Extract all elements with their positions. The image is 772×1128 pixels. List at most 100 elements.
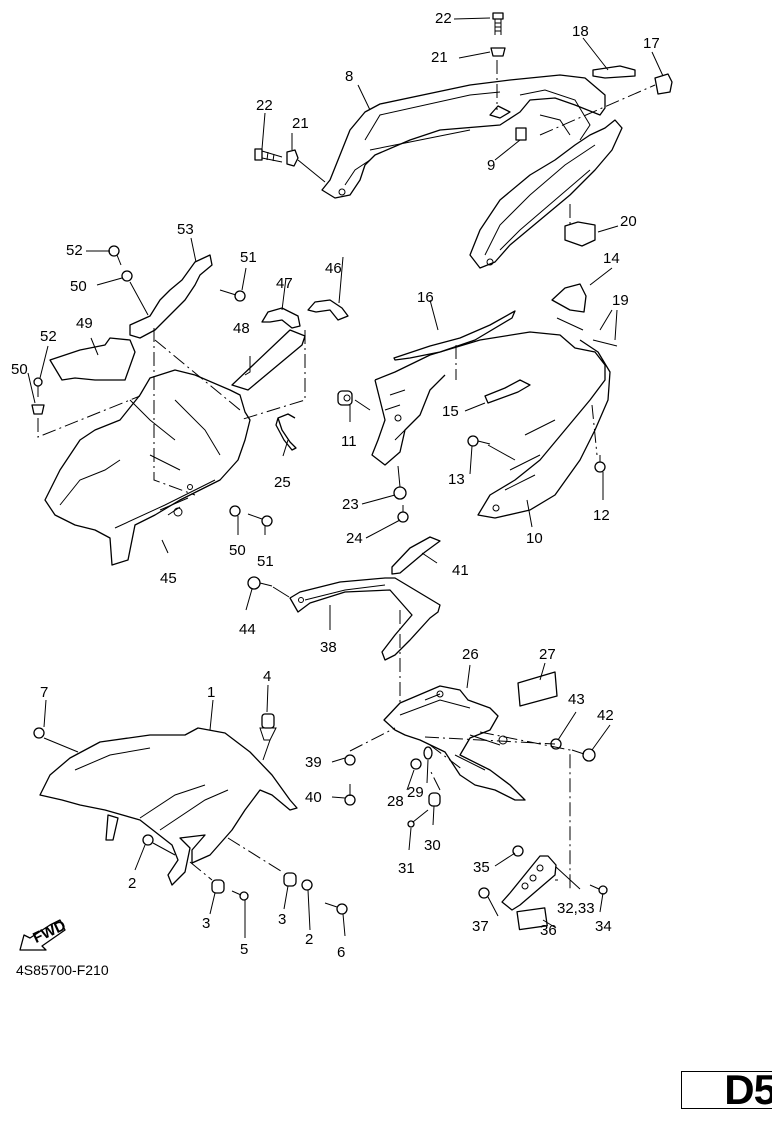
part-51-screw-upper[interactable] [219,289,246,302]
callout-9[interactable]: 9 [487,157,495,174]
part-46-band[interactable] [307,299,349,321]
part-52-screw-lower[interactable] [33,377,43,397]
part-53-bracket[interactable] [129,254,213,339]
part-4-clip[interactable] [259,713,277,741]
part-37-nut[interactable] [478,887,490,899]
part-23-grommet[interactable] [393,486,407,500]
part-12-screw[interactable] [594,455,606,473]
callout-30[interactable]: 30 [424,837,441,854]
part-47-band[interactable] [261,307,301,329]
callout-34[interactable]: 34 [595,918,612,935]
callout-1[interactable]: 1 [207,684,215,701]
part-21-collar-top[interactable] [490,47,506,57]
part-20-damper[interactable] [564,221,596,247]
callout-28[interactable]: 28 [387,793,404,810]
callout-49[interactable]: 49 [76,315,93,332]
callout-37[interactable]: 37 [472,918,489,935]
callout-52[interactable]: 52 [66,242,83,259]
part-32-33-plate-bracket[interactable] [501,855,557,911]
part-52-screw-upper[interactable] [108,245,122,266]
part-42-bolt[interactable] [571,748,596,762]
callout-12[interactable]: 12 [593,507,610,524]
callout-27[interactable]: 27 [539,646,556,663]
part-2-collar-right[interactable] [301,879,313,891]
part-9-nut-clip[interactable] [515,127,527,141]
part-3-damper-right[interactable] [283,872,297,887]
part-49-panel[interactable] [49,337,136,381]
callout-25[interactable]: 25 [274,474,291,491]
part-26-license-bracket[interactable] [383,685,526,801]
callout-52[interactable]: 52 [40,328,57,345]
callout-31[interactable]: 31 [398,860,415,877]
part-39-grommet[interactable] [344,754,356,766]
callout-21[interactable]: 21 [431,49,448,66]
part-13-screw[interactable] [467,435,491,447]
callout-5[interactable]: 5 [240,941,248,958]
callout-44[interactable]: 44 [239,621,256,638]
callout-42[interactable]: 42 [597,707,614,724]
part-28-nut[interactable] [410,758,422,770]
part-27-reflector[interactable] [517,671,558,707]
callout-2[interactable]: 2 [128,875,136,892]
callout-22[interactable]: 22 [256,97,273,114]
callout-23[interactable]: 23 [342,496,359,513]
callout-20[interactable]: 20 [620,213,637,230]
part-16-tape[interactable] [393,310,516,361]
callout-53[interactable]: 53 [177,221,194,238]
callout-16[interactable]: 16 [417,289,434,306]
part-41-cover[interactable] [391,536,441,575]
part-50-washer-lower[interactable] [31,404,45,415]
part-36-gasket[interactable] [516,907,548,931]
part-11-damper[interactable] [337,390,353,406]
part-1-front-fender[interactable] [39,727,298,886]
part-10-seat-cowl[interactable] [371,331,611,519]
part-48-pad[interactable] [231,329,306,391]
callout-43[interactable]: 43 [568,691,585,708]
callout-6[interactable]: 6 [337,944,345,961]
part-34-screw[interactable] [589,884,608,895]
callout-51[interactable]: 51 [257,553,274,570]
callout-14[interactable]: 14 [603,250,620,267]
part-21-collar-side[interactable] [286,149,299,167]
callout-29[interactable]: 29 [407,784,424,801]
part-44-bolt[interactable] [247,576,273,590]
part-14-cover[interactable] [551,283,587,313]
callout-45[interactable]: 45 [160,570,177,587]
part-3-damper-left[interactable] [211,879,225,894]
callout-38[interactable]: 38 [320,639,337,656]
callout-51[interactable]: 51 [240,249,257,266]
part-50-washer-bottom[interactable] [229,505,241,517]
part-29-washer[interactable] [423,746,433,760]
part-6-bolt[interactable] [324,902,348,915]
callout-7[interactable]: 7 [40,684,48,701]
part-22-bolt-top[interactable] [492,12,504,35]
callout-50[interactable]: 50 [229,542,246,559]
callout-3[interactable]: 3 [202,915,210,932]
part-15-tape[interactable] [484,379,531,404]
callout-36[interactable]: 36 [540,922,557,939]
callout-15[interactable]: 15 [442,403,459,420]
callout-3[interactable]: 3 [278,911,286,928]
part-18-pad[interactable] [592,65,636,79]
part-24-screw[interactable] [397,505,409,523]
part-25-clamp[interactable] [275,413,297,451]
callout-19[interactable]: 19 [612,292,629,309]
part-38-stay[interactable] [289,577,441,661]
callout-47[interactable]: 47 [276,275,293,292]
part-45-side-cover[interactable] [44,369,251,566]
part-2-collar-left[interactable] [142,834,154,846]
callout-50[interactable]: 50 [11,361,28,378]
callout-39[interactable]: 39 [305,754,322,771]
callout-17[interactable]: 17 [643,35,660,52]
callout-11[interactable]: 11 [341,433,357,450]
callout-32-33[interactable]: 32,33 [557,900,595,917]
callout-26[interactable]: 26 [462,646,479,663]
callout-8[interactable]: 8 [345,68,353,85]
part-19-tapes[interactable] [556,317,618,347]
callout-24[interactable]: 24 [346,530,363,547]
part-5-screw[interactable] [231,890,249,901]
part-30-grommet[interactable] [428,792,441,807]
part-17-cap[interactable] [654,73,673,95]
callout-21[interactable]: 21 [292,115,309,132]
part-8-grab-bar[interactable] [321,74,623,269]
